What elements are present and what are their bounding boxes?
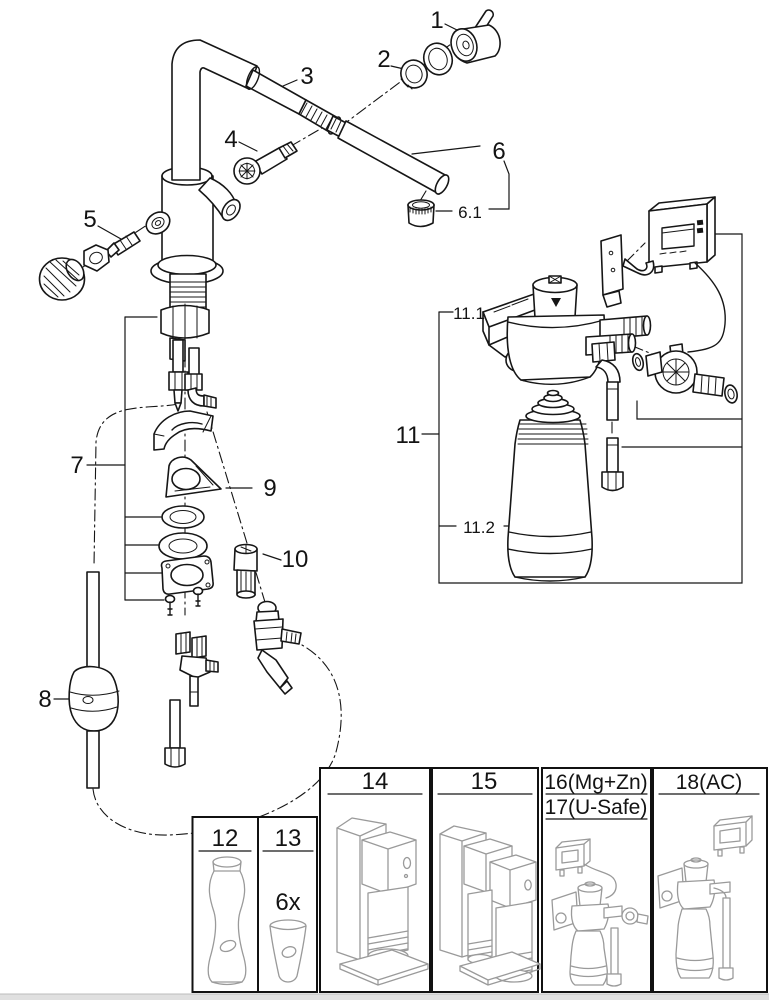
panel-16-label: 16(Mg+Zn) bbox=[544, 771, 647, 794]
panel-16-17-filter-set bbox=[551, 838, 649, 987]
callout-11-1-label: 11.1 bbox=[453, 304, 485, 323]
panel-18-filter-set bbox=[657, 815, 753, 981]
panel-13-quantity: 6x bbox=[275, 889, 300, 916]
under-sink-fittings bbox=[164, 631, 219, 768]
o-ring-lower bbox=[158, 532, 208, 560]
callout-9-label: 9 bbox=[263, 475, 276, 502]
callout-4-label: 4 bbox=[224, 126, 237, 153]
callout-5-label: 5 bbox=[83, 206, 96, 233]
panel-15-label: 15 bbox=[471, 768, 498, 795]
controller-unit bbox=[648, 196, 726, 353]
accessory-panels: 12 13 6x 14 15 16(Mg+Zn) 17(U-Safe) 18(A… bbox=[191, 767, 768, 993]
panel-18-label: 18(AC) bbox=[676, 771, 743, 794]
panel-14-label: 14 bbox=[362, 768, 389, 795]
left-port bbox=[145, 211, 171, 235]
callout-10-label: 10 bbox=[282, 546, 309, 573]
base-plate bbox=[160, 555, 214, 595]
part-6-pullout-hose bbox=[326, 115, 450, 195]
wall-bracket-hook bbox=[600, 234, 655, 308]
part-1-handle-lever bbox=[450, 9, 501, 64]
part-9-escutcheon-plate bbox=[165, 456, 222, 498]
panel-12-label: 12 bbox=[212, 825, 239, 852]
callout-6-1-label: 6.1 bbox=[458, 203, 482, 222]
part-11-1-filter-head bbox=[482, 275, 652, 386]
callout-7-label: 7 bbox=[70, 452, 83, 479]
panel-14-tower bbox=[336, 817, 429, 986]
callout-8-label: 8 bbox=[38, 686, 51, 713]
diverter-valve bbox=[253, 600, 302, 695]
panel-12-carafe bbox=[207, 856, 247, 986]
hex-nut bbox=[83, 244, 110, 272]
panel-labels: 12 13 6x 14 15 16(Mg+Zn) 17(U-Safe) 18(A… bbox=[198, 768, 760, 916]
part-3-spout-tube bbox=[245, 66, 342, 135]
callout-leader-lines bbox=[53, 23, 743, 700]
callout-2-label: 2 bbox=[377, 46, 390, 73]
callout-labels: 1 2 3 4 5 6 6.1 7 8 9 10 11 11.1 11.2 bbox=[38, 7, 505, 713]
part-5-side-valve-set bbox=[38, 231, 141, 301]
filter-outlet-hose bbox=[591, 341, 624, 492]
fixing-screws bbox=[164, 586, 204, 616]
callout-6-label: 6 bbox=[492, 138, 505, 165]
part-8-hose-weight bbox=[68, 571, 120, 789]
panel-13-glass bbox=[269, 919, 307, 983]
faucet-body bbox=[145, 39, 258, 341]
part-2-seal-rings bbox=[400, 42, 454, 90]
callout-11-label: 11 bbox=[396, 422, 421, 449]
flow-sensor-valve bbox=[631, 343, 738, 404]
part-10-cartridge bbox=[233, 543, 258, 599]
panel-15-tower bbox=[439, 825, 541, 986]
callout-11-2-label: 11.2 bbox=[463, 518, 495, 537]
part-4-check-valve bbox=[233, 141, 298, 185]
o-ring-upper bbox=[161, 505, 205, 529]
mounting-clip bbox=[153, 410, 214, 451]
controller-cable bbox=[687, 262, 726, 353]
faucet-connection-hoses bbox=[168, 337, 217, 412]
panel-13-label: 13 bbox=[275, 825, 302, 852]
part-6-1-aerator bbox=[407, 199, 435, 228]
footer-strip bbox=[0, 993, 769, 1000]
callout-3-label: 3 bbox=[300, 63, 313, 90]
panel-17-label: 17(U-Safe) bbox=[545, 796, 648, 819]
part-11-2-filter-cartridge bbox=[507, 389, 593, 582]
callout-1-label: 1 bbox=[430, 7, 443, 34]
